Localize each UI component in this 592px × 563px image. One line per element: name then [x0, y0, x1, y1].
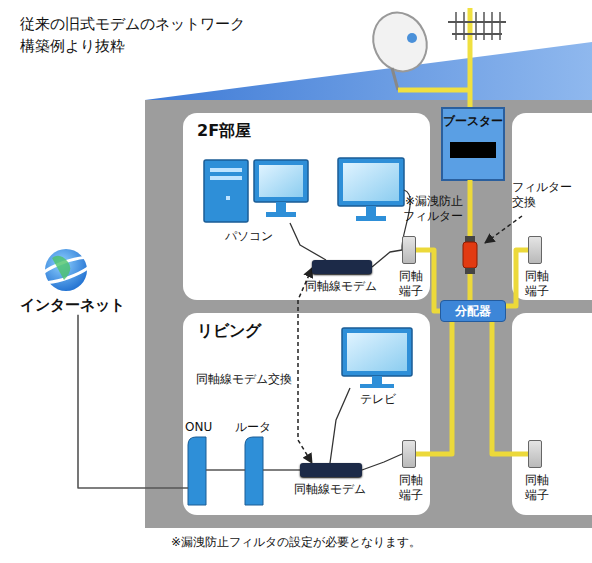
- room: [512, 313, 592, 515]
- filter-node: ※漏洩防止 フィルター: [463, 236, 477, 274]
- node-label: インターネット: [16, 296, 129, 315]
- node-label: 分配器: [455, 304, 491, 319]
- internet-node: インターネット: [16, 246, 129, 315]
- room: [512, 113, 592, 300]
- satellite-dish: [364, 4, 470, 90]
- booster-node: ブースター: [442, 108, 504, 180]
- node-label: テレビ: [360, 392, 396, 407]
- coax-modem: 同軸線モデム: [300, 463, 362, 477]
- node-label: ブースター: [442, 114, 504, 129]
- room-heading: リビング: [197, 321, 261, 341]
- booster-box: [442, 108, 504, 180]
- node-label: 同軸線モデム: [305, 279, 377, 294]
- connector: [78, 315, 188, 488]
- room: [183, 113, 430, 300]
- node-label: ※漏洩防止 フィルター: [403, 194, 463, 224]
- node-label: 同軸 端子: [398, 473, 424, 503]
- onu-router-icons: [188, 437, 263, 505]
- coax-modem: 同軸線モデム: [312, 260, 372, 274]
- caption-text: ※漏洩防止フィルタの設定が必要となります。: [0, 535, 592, 550]
- connector: [372, 250, 402, 267]
- node-label: 同軸 端子: [398, 269, 424, 299]
- pc-node: パソコン: [200, 155, 312, 223]
- connector: [290, 223, 326, 260]
- connector: [468, 274, 473, 300]
- connector: [263, 469, 300, 471]
- tv-node: テレビ: [342, 328, 412, 388]
- leader-arrow: [485, 216, 522, 243]
- connector: [468, 180, 473, 236]
- antenna: [448, 8, 506, 108]
- connector: [330, 388, 350, 463]
- node-label: 同軸 端子: [524, 269, 550, 299]
- coax-terminal: 同軸 端子: [528, 440, 542, 468]
- monitor-icon: [338, 158, 410, 250]
- room-panel: 2F部屋パソコン同軸線モデム同軸 端子: [183, 113, 430, 300]
- filter-plug: [463, 236, 477, 274]
- coax-terminal: 同軸 端子: [402, 440, 416, 468]
- connector: [298, 268, 312, 463]
- pc-icon: [204, 160, 308, 222]
- tv-icon: [342, 328, 412, 388]
- globe-icon: [35, 249, 97, 291]
- connector: [206, 469, 245, 471]
- coax-terminal: 同軸 端子: [402, 236, 416, 264]
- connector: [362, 454, 402, 470]
- coax-terminal: 同軸 端子: [528, 236, 542, 264]
- node-label: 同軸線モデム: [294, 482, 366, 497]
- connector: [492, 322, 528, 454]
- node-label: 同軸 端子: [524, 473, 550, 503]
- connector: [506, 250, 528, 306]
- node-label: ONU: [185, 420, 212, 435]
- room: [183, 313, 430, 515]
- roof: [145, 42, 592, 100]
- free-label: フィルター 交換: [512, 180, 574, 210]
- connector: [416, 322, 452, 454]
- edge-label: 同軸線モデム交換: [194, 372, 294, 387]
- node-label: ルータ: [235, 420, 271, 435]
- room-heading: 2F部屋: [197, 121, 251, 141]
- onu-node: ONU: [188, 437, 206, 505]
- room-panel: リビングテレビONUルータ同軸線モデム同軸 端子: [183, 313, 430, 515]
- title-text: 従来の旧式モデムのネットワーク 構築例より抜粋: [20, 14, 256, 58]
- router-node: ルータ: [245, 437, 263, 505]
- distributor-box: 分配器: [440, 300, 506, 322]
- node-label: パソコン: [225, 229, 273, 244]
